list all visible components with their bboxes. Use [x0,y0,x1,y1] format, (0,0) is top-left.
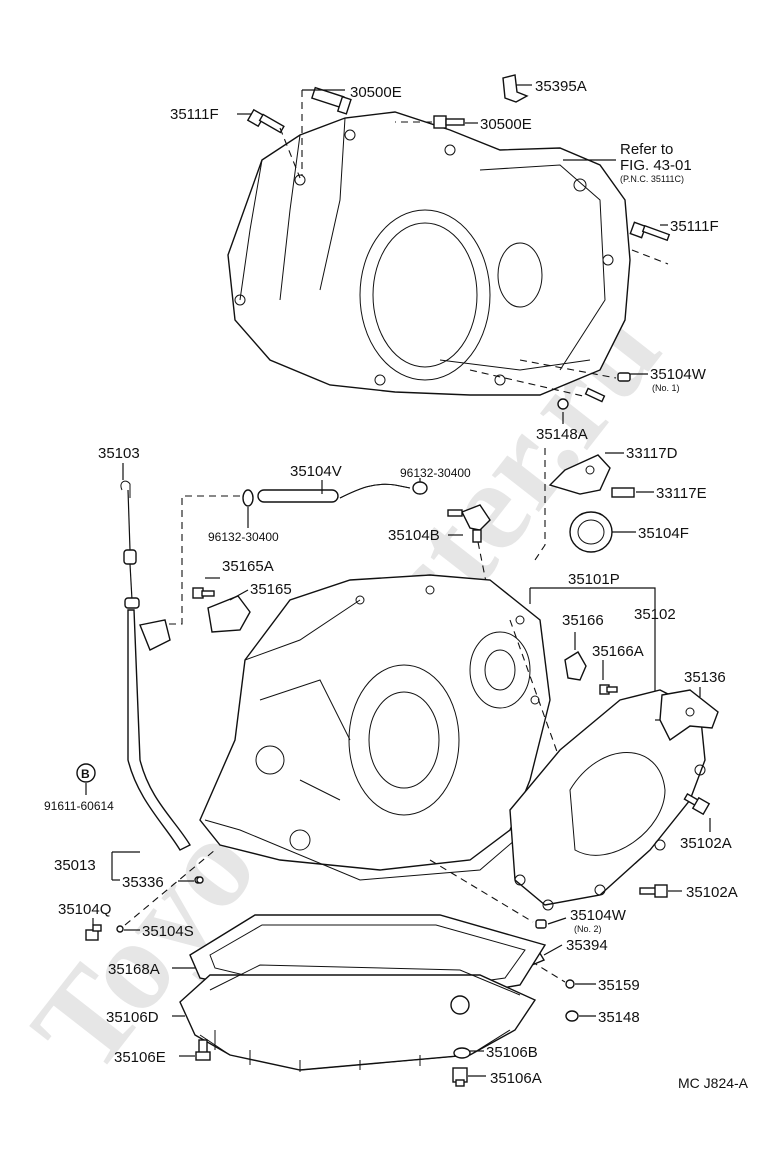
bolt-30500E-mid [433,115,465,129]
plate-35166 [564,651,587,681]
hose-clamp-left [242,489,254,507]
label-96132-left: 96132-30400 [208,530,279,544]
label-35106D: 35106D [106,1009,159,1026]
gasket-35106B [453,1047,471,1059]
pin-35104W-1 [617,372,631,382]
bolt-33117E [611,487,635,498]
label-35013: 35013 [54,857,96,874]
label-35101P: 35101P [568,571,620,588]
transaxle-case [199,574,551,881]
bolt-35102A-upper [683,792,711,816]
bolt-near-35148A [557,387,606,410]
label-35104S: 35104S [142,923,194,940]
bracket-33117D [548,454,611,495]
dipstick-35103 [120,480,202,884]
plug-35104Q [85,924,102,941]
label-35104V: 35104V [290,463,342,480]
bolt-35111F-right [629,221,671,242]
label-35168A: 35168A [108,961,160,978]
label-35166A: 35166A [592,643,644,660]
label-35165: 35165 [250,581,292,598]
pin-35104W-2 [535,919,547,929]
label-91611: 91611-60614 [44,799,114,813]
label-35104B: 35104B [388,527,440,544]
label-35111F-right: 35111F [670,218,719,235]
ring-35104S [116,925,124,933]
label-35136: 35136 [684,669,726,686]
bolt-35102A-lower [639,884,668,898]
label-35104W-2: 35104W [570,907,627,924]
bolt-35166A [599,684,618,695]
drain-plug-35106A [452,1067,468,1087]
label-35106A: 35106A [490,1070,542,1087]
bolt-35165A [192,587,215,599]
bolt-badge: B [76,763,96,795]
label-35102A-lower: 35102A [686,884,738,901]
label-fig-ref: FIG. 43-01 [620,157,692,174]
transaxle-housing [227,111,631,396]
label-33117D: 33117D [626,445,678,462]
bolt-30500E-top [310,86,352,115]
plate-35165 [207,595,251,633]
label-96132-right: 96132-30400 [400,466,471,480]
label-33117E: 33117E [656,485,707,502]
hose-clamp-right [412,481,428,495]
label-35102: 35102 [634,606,676,623]
label-35148: 35148 [598,1009,640,1026]
label-35104Q: 35104Q [58,901,111,918]
breather-hose-35104V [257,483,411,503]
label-refer-to: Refer to [620,141,673,158]
label-35148A: 35148A [536,426,588,443]
oil-seal-35104F [569,511,613,553]
bracket-35136 [659,689,719,742]
ring-35336 [196,876,204,884]
label-35159: 35159 [598,977,640,994]
label-35106B: 35106B [486,1044,538,1061]
plug-35159 [565,979,575,989]
breather-plug-35104B [447,504,491,543]
label-35165A: 35165A [222,558,274,575]
label-35104W-1: 35104W [650,366,707,383]
bolt-badge-letter: B [81,767,90,781]
label-30500E-top: 30500E [350,84,402,101]
label-35103: 35103 [98,445,140,462]
side-cover-35102 [509,689,706,911]
label-35102A-upper: 35102A [680,835,732,852]
label-35104F: 35104F [638,525,689,542]
label-pnc-ref: (P.N.C. 35111C) [620,174,684,184]
oil-pan-35106D [179,964,537,1072]
gasket-35148 [565,1010,579,1022]
label-35104W-1-sub: (No. 1) [652,383,680,393]
callout-labels: 30500E 35395A 35111F 30500E Refer to FIG… [44,78,749,1091]
bolt-35106E [195,1039,211,1061]
diagram-code: MC J824-A [678,1075,749,1091]
label-35166: 35166 [562,612,604,629]
label-35336: 35336 [122,874,164,891]
label-35111F-left: 35111F [170,106,219,123]
label-35104W-2-sub: (No. 2) [574,924,602,934]
bracket-35395A [502,74,529,103]
label-35394: 35394 [566,937,608,954]
label-35106E: 35106E [114,1049,166,1066]
label-30500E-mid: 30500E [480,116,532,133]
label-35395A: 35395A [535,78,587,95]
bolt-35111F-left [246,108,285,134]
